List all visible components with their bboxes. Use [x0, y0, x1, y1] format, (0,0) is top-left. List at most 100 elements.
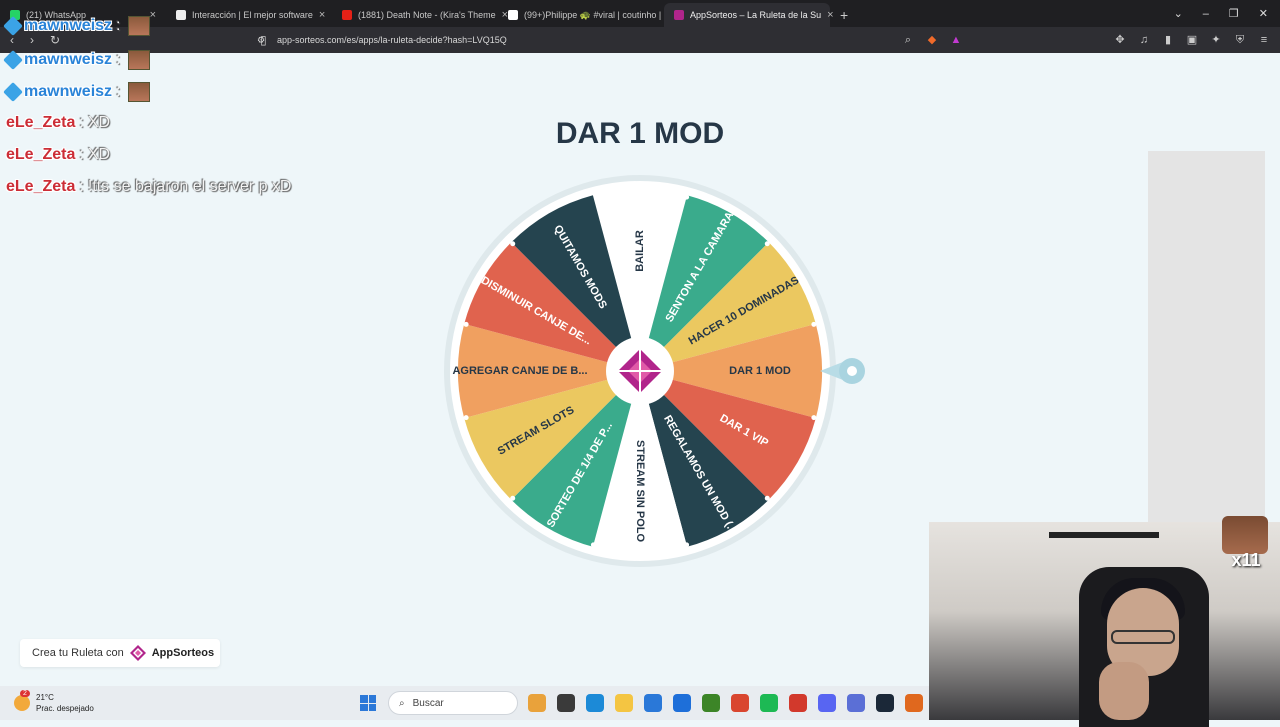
weather-widget[interactable]: 2 21°C Prac. despejado [0, 690, 360, 714]
restore-icon[interactable]: ❐ [1228, 8, 1239, 20]
start-button-icon[interactable] [360, 695, 376, 711]
tab-close-icon[interactable]: × [501, 9, 509, 21]
taskbar-app-icon[interactable] [905, 694, 923, 712]
chat-separator: : [79, 114, 84, 131]
back-icon[interactable]: ‹ [10, 33, 14, 47]
tab-title: AppSorteos – La Ruleta de la Su [690, 10, 822, 20]
wheel-segment-label: DAR 1 MOD [729, 365, 791, 377]
user-badge-icon [3, 16, 23, 36]
streamer-hand [1099, 662, 1149, 720]
zoom-icon[interactable]: ⌕ [904, 34, 912, 46]
browser-tab[interactable]: Interacción | El mejor software× [166, 3, 332, 27]
wheel-segment[interactable] [592, 189, 688, 371]
reload-icon[interactable]: ↻ [50, 33, 61, 47]
taskbar-app-icon[interactable] [615, 694, 633, 712]
brave-shield-icon[interactable]: ◆ [927, 34, 937, 46]
taskbar-app-icon[interactable] [673, 694, 691, 712]
user-badge-icon [3, 82, 23, 102]
wheel-segment[interactable] [640, 371, 769, 547]
chat-line: eLe_Zeta:XD [6, 146, 110, 164]
forward-icon[interactable]: › [30, 33, 34, 47]
chat-separator: : [79, 178, 84, 195]
browser-tab-bar: (21) WhatsApp×Interacción | El mejor sof… [0, 0, 1280, 27]
emote-multiplier: x11 [1222, 516, 1270, 576]
weather-temp: 21°C [36, 693, 54, 702]
windows-taskbar: 2 21°C Prac. despejado ⌕ Buscar [0, 686, 929, 720]
site-info-icon[interactable]: ⚙ [256, 35, 266, 45]
wheel-segment[interactable] [511, 195, 640, 371]
wheel-segment[interactable] [640, 195, 769, 371]
appsorteos-hub-logo-icon [618, 349, 662, 393]
chat-username: mawnweisz [24, 17, 113, 34]
close-window-icon[interactable]: ✕ [1258, 8, 1268, 20]
wheel-segment-label: STREAM SIN POLO [634, 440, 646, 543]
tab-close-icon[interactable]: × [149, 9, 156, 21]
taskbar-app-icon[interactable] [644, 694, 662, 712]
emote-icon [128, 16, 151, 36]
chat-username: eLe_Zeta [6, 146, 76, 163]
tab-close-icon[interactable]: × [318, 9, 326, 21]
url-text[interactable]: app-sorteos.com/es/apps/la-ruleta-decide… [277, 35, 507, 45]
minimize-icon[interactable]: – [1202, 7, 1209, 20]
tab-favicon-icon [674, 10, 684, 20]
wheel-segment-label: AGREGAR CANJE DE B... [452, 365, 587, 377]
wallet-icon[interactable]: ▣ [1186, 34, 1198, 46]
weather-desc: Prac. despejado [36, 704, 94, 713]
browser-tab[interactable]: (99+)Philippe 🐢 #viral | coutinho |× [498, 3, 674, 27]
brave-rewards-icon[interactable]: ▲ [950, 34, 962, 46]
browser-tab[interactable]: (21) WhatsApp× [0, 3, 166, 27]
wheel-segment[interactable] [458, 323, 640, 419]
tab-favicon-icon [10, 10, 20, 20]
sidebar-icon[interactable]: ▮ [1164, 34, 1172, 46]
taskbar-app-icon[interactable] [702, 694, 720, 712]
taskbar-app-icon[interactable] [557, 694, 575, 712]
wheel-peg [510, 495, 516, 501]
credit-badge[interactable]: Crea tu Ruleta con AppSorteos [20, 639, 220, 667]
music-icon[interactable]: ♫ [1139, 34, 1149, 46]
vpn-icon[interactable]: ⛨ [1235, 34, 1245, 46]
weather-sun-icon: 2 [14, 690, 30, 711]
streamer-face [1107, 588, 1179, 676]
wheel-segment[interactable] [640, 371, 816, 500]
browser-tab[interactable]: (1881) Death Note - (Kira's Theme× [332, 3, 508, 27]
taskbar-app-icon[interactable] [586, 694, 604, 712]
taskbar-search[interactable]: ⌕ Buscar [388, 691, 518, 715]
address-bar[interactable]: ⚙ app-sorteos.com/es/apps/la-ruleta-deci… [255, 34, 902, 46]
chat-line: eLe_Zeta:XD [6, 114, 110, 132]
chat-message: XD [87, 146, 111, 163]
chat-username: mawnweisz [24, 51, 113, 68]
appsorteos-logo-icon [129, 645, 146, 661]
bookmark-icon[interactable]: ▯ [260, 33, 267, 47]
chat-separator: : [116, 83, 121, 100]
wheel-segment[interactable] [640, 323, 822, 419]
multiplier-text: x11 [1231, 550, 1261, 570]
browser-tab[interactable]: AppSorteos – La Ruleta de la Su × [664, 3, 834, 27]
taskbar-app-icon[interactable] [789, 694, 807, 712]
browser-toolbar: ‹ › ↻ ▯ ⚙ app-sorteos.com/es/apps/la-rul… [0, 27, 1280, 53]
credit-brand: AppSorteos [151, 647, 215, 659]
wheel-segment[interactable] [592, 371, 688, 553]
taskbar-app-icon[interactable] [818, 694, 836, 712]
wheel-segment[interactable] [511, 371, 640, 547]
user-badge-icon [3, 50, 23, 70]
taskbar-app-icon[interactable] [876, 694, 894, 712]
taskbar-app-icon[interactable] [760, 694, 778, 712]
wheel-segment[interactable] [464, 242, 640, 371]
leo-icon[interactable]: ✦ [1211, 34, 1221, 46]
chat-line: mawnweisz: [3, 16, 151, 36]
wheel-segment[interactable] [464, 371, 640, 500]
wheel-segment[interactable] [640, 242, 816, 371]
tab-favicon-icon [176, 10, 186, 20]
tab-search-icon[interactable]: ⌄ [1173, 8, 1183, 20]
tab-close-icon[interactable]: × [827, 9, 834, 21]
menu-icon[interactable]: ≡ [1260, 34, 1268, 46]
chat-separator: : [79, 146, 84, 163]
new-tab-button[interactable]: + [840, 7, 849, 23]
taskbar-app-icon[interactable] [847, 694, 865, 712]
taskbar-app-icon[interactable] [731, 694, 749, 712]
chat-message: !tts se bajaron el server p xD [87, 178, 292, 195]
taskbar-app-icon[interactable] [528, 694, 546, 712]
extensions-icon[interactable]: ✥ [1115, 34, 1125, 46]
